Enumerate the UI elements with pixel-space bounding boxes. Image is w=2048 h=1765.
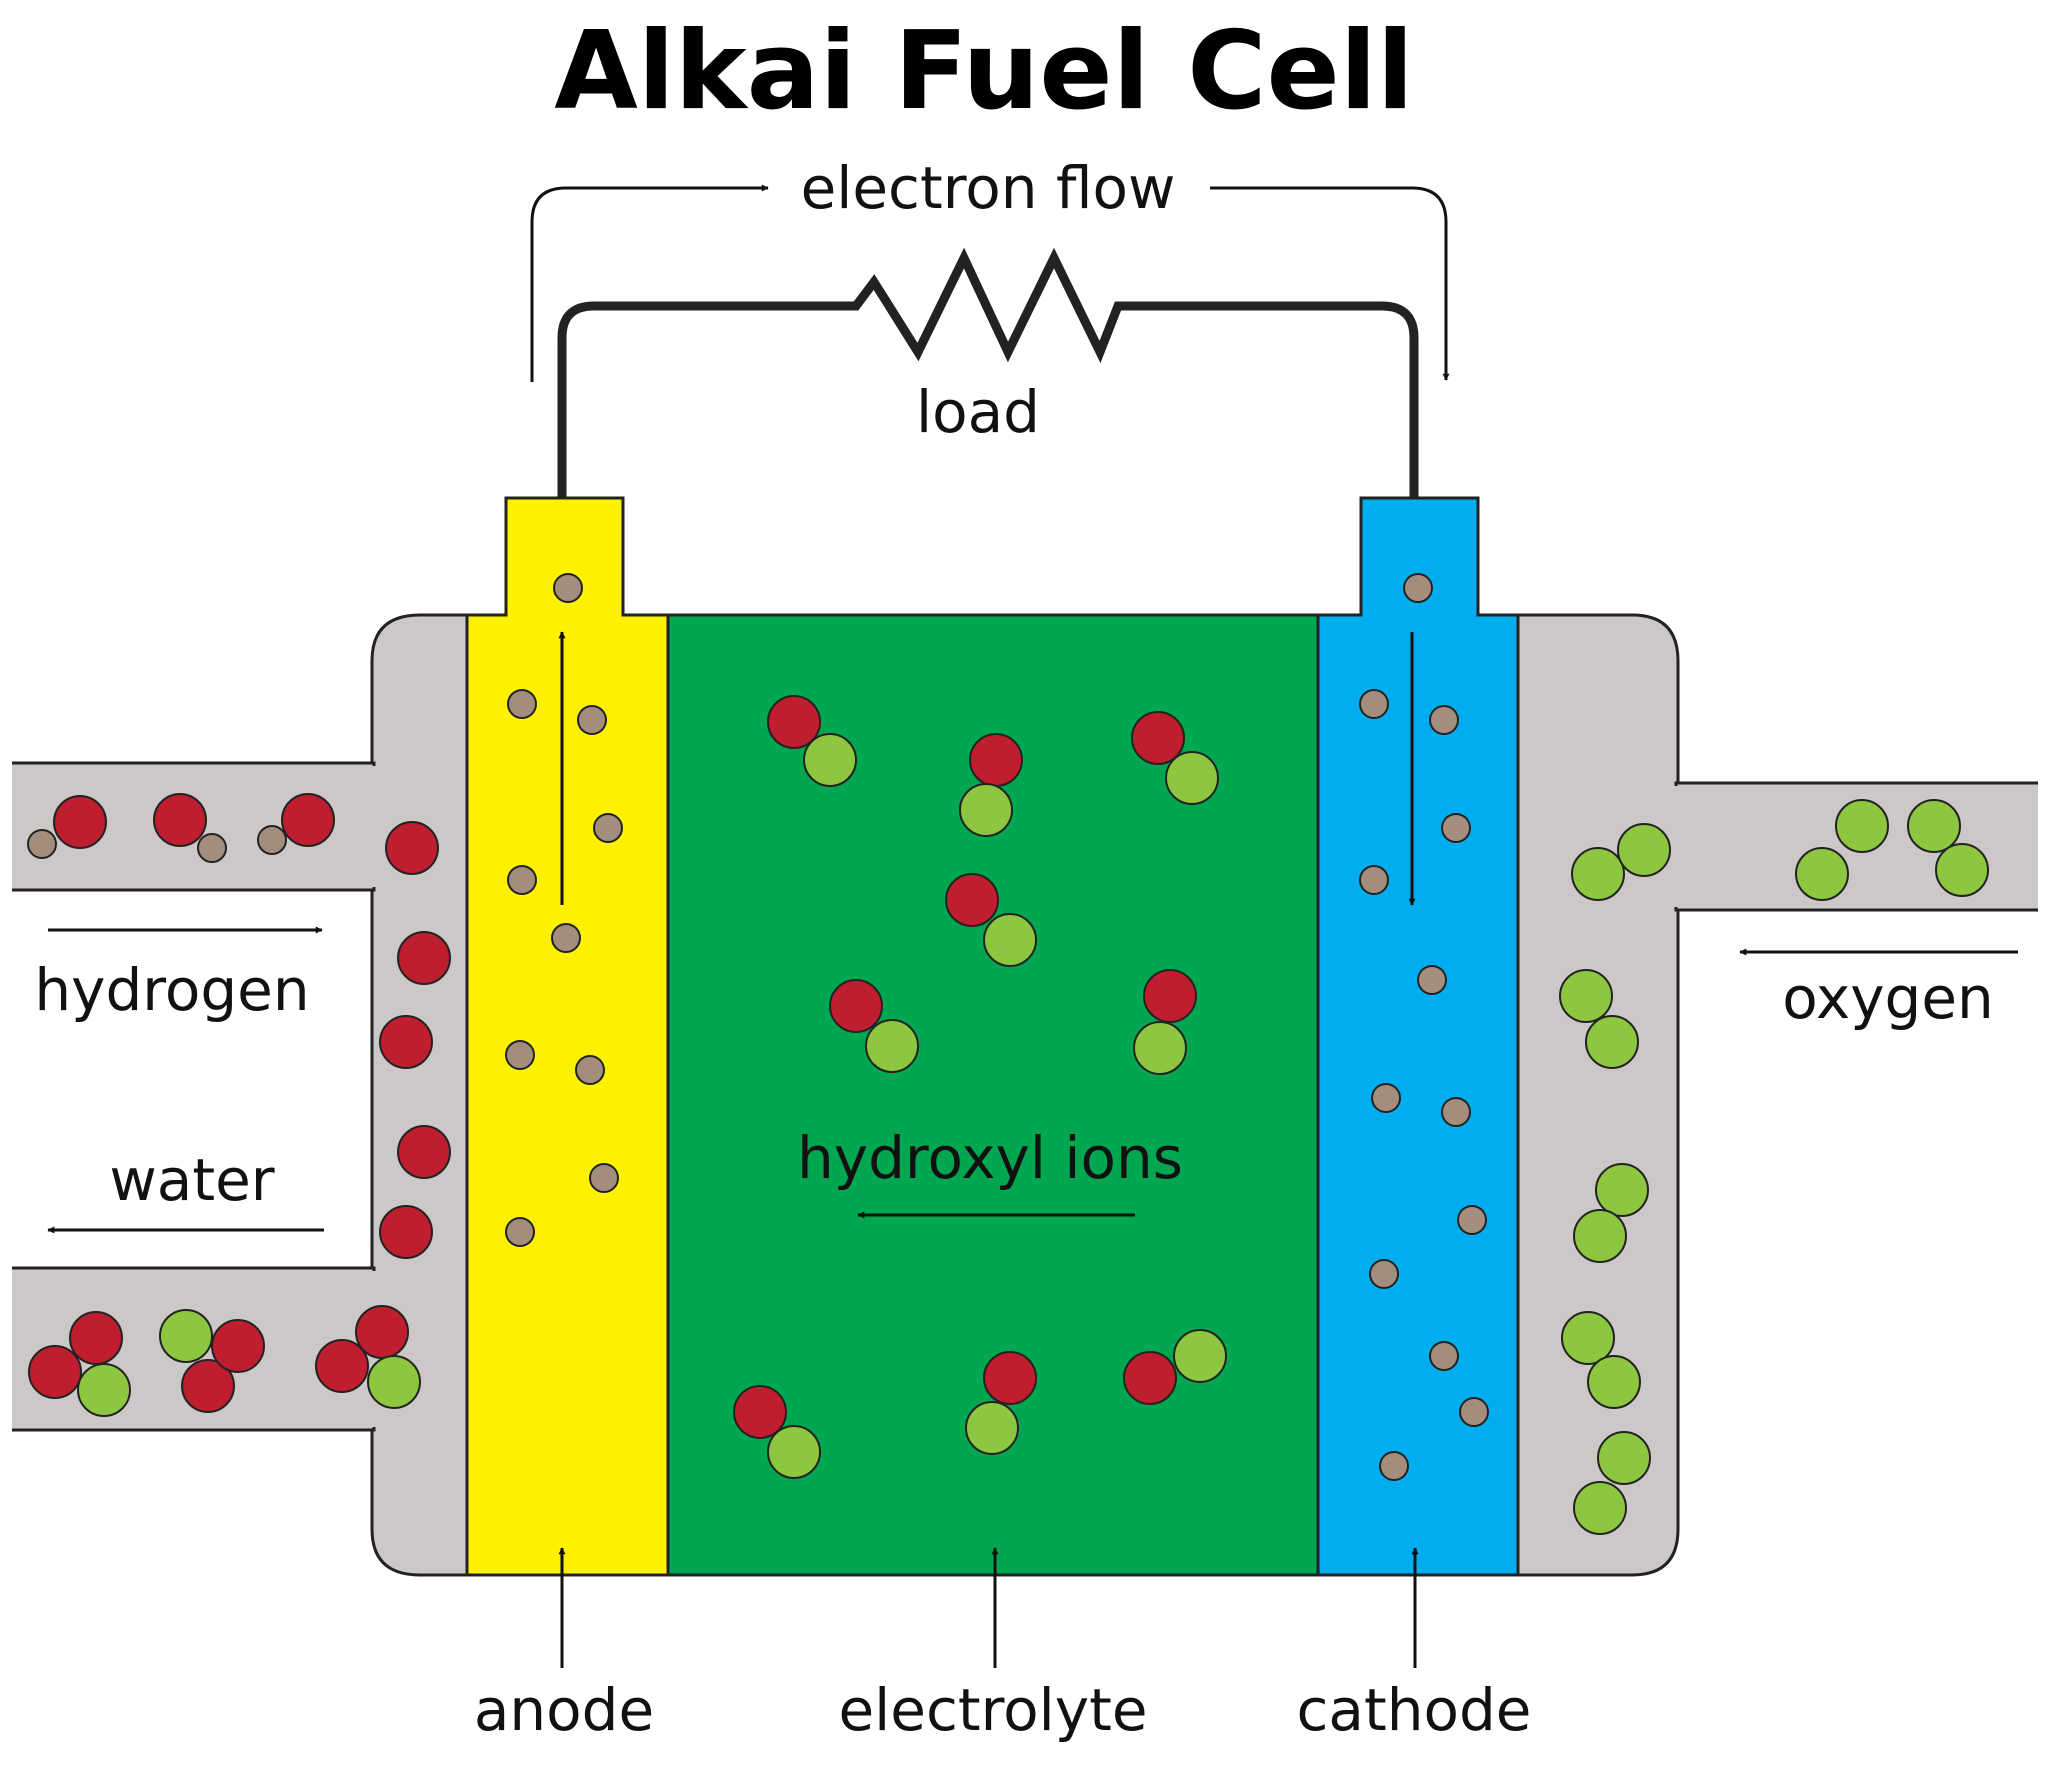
hydrogen-atom	[767, 695, 821, 749]
oxygen-label: oxygen	[1782, 964, 1994, 1032]
oxygen-atom	[1835, 799, 1889, 853]
hydrogen-atom	[181, 1359, 235, 1413]
electron-particle	[1403, 573, 1433, 603]
oxygen-atom	[1571, 847, 1625, 901]
hydrogen-atom	[53, 795, 107, 849]
hydrogen-atom	[315, 1339, 369, 1393]
electron-particle	[1359, 865, 1389, 895]
electron-particle	[577, 705, 607, 735]
hydrogen-atom	[733, 1385, 787, 1439]
oxygen-atom	[1597, 1431, 1651, 1485]
oxygen-atom	[803, 733, 857, 787]
electron-particle	[1371, 1083, 1401, 1113]
electron-particle	[505, 1040, 535, 1070]
electron-particle	[1359, 689, 1389, 719]
oxygen-atom	[959, 783, 1013, 837]
oxygen-atom	[1165, 751, 1219, 805]
electron-particle	[1441, 813, 1471, 843]
electron-particle	[1459, 1397, 1489, 1427]
oxygen-atom	[1173, 1329, 1227, 1383]
oxygen-atom	[1617, 823, 1671, 877]
oxygen-atom	[865, 1019, 919, 1073]
electron-particle	[27, 829, 57, 859]
electron-particle	[257, 825, 287, 855]
electron-particle	[1429, 705, 1459, 735]
electron-particle	[507, 865, 537, 895]
hydrogen-atom	[211, 1319, 265, 1373]
electron-particle	[505, 1217, 535, 1247]
electron-particle	[593, 813, 623, 843]
oxygen-atom	[1559, 969, 1613, 1023]
hydrogen-atom	[153, 793, 207, 847]
electron-flow-arrow-return	[1210, 186, 1450, 381]
oxygen-atom	[367, 1355, 421, 1409]
hydrogen-atom	[28, 1345, 82, 1399]
load-label: load	[916, 378, 1040, 446]
oxygen-atom	[159, 1309, 213, 1363]
hydrogen-atom	[1131, 711, 1185, 765]
hydrogen-atom	[1123, 1351, 1177, 1405]
hydrogen-atom	[1143, 969, 1197, 1023]
oxygen-atom	[965, 1401, 1019, 1455]
oxygen-atom	[77, 1363, 131, 1417]
electron-particle	[1379, 1451, 1409, 1481]
particles	[27, 573, 1989, 1535]
anode-label: anode	[474, 1676, 654, 1744]
electron-particle	[1417, 965, 1447, 995]
hydrogen-atom	[281, 793, 335, 847]
electron-particle	[1457, 1205, 1487, 1235]
hydrogen-atom	[829, 979, 883, 1033]
water-label: water	[109, 1146, 274, 1214]
hydroxyl-ions-label: hydroxyl ions	[797, 1124, 1183, 1192]
hydrogen-atom	[945, 873, 999, 927]
oxygen-atom	[1133, 1021, 1187, 1075]
hydrogen-atom	[969, 733, 1023, 787]
hydrogen-atom	[379, 1205, 433, 1259]
electrolyte-label: electrolyte	[838, 1676, 1147, 1744]
cathode	[1316, 496, 1520, 1577]
oxygen-atom	[983, 913, 1037, 967]
electron-particle	[589, 1163, 619, 1193]
electron-particle	[553, 573, 583, 603]
hydrogen-label: hydrogen	[34, 956, 309, 1024]
electron-particle	[1369, 1259, 1399, 1289]
hydrogen-atom	[397, 931, 451, 985]
hydrogen-atom	[983, 1351, 1037, 1405]
oxygen-atom	[767, 1425, 821, 1479]
hydrogen-atom	[379, 1015, 433, 1069]
oxygen-atom	[1573, 1481, 1627, 1535]
electron-particle	[1441, 1097, 1471, 1127]
cathode-label: cathode	[1297, 1676, 1532, 1744]
hydrogen-atom	[397, 1125, 451, 1179]
electron-flow-arrow	[530, 184, 769, 382]
hydrogen-atom	[69, 1311, 123, 1365]
electron-particle	[507, 689, 537, 719]
oxygen-atom	[1573, 1209, 1627, 1263]
electron-particle	[551, 923, 581, 953]
oxygen-atom	[1795, 847, 1849, 901]
hydrogen-atom	[385, 821, 439, 875]
diagram-title: Alkai Fuel Cell	[554, 9, 1414, 134]
oxygen-atom	[1595, 1163, 1649, 1217]
electron-particle	[197, 833, 227, 863]
anode	[465, 496, 670, 1577]
oxygen-atom	[1935, 843, 1989, 897]
oxygen-atom	[1585, 1015, 1639, 1069]
electron-particle	[1429, 1341, 1459, 1371]
external-circuit-wire	[557, 247, 1419, 498]
electron-flow-label: electron flow	[801, 154, 1176, 222]
oxygen-atom	[1561, 1311, 1615, 1365]
electron-particle	[575, 1055, 605, 1085]
oxygen-atom	[1587, 1355, 1641, 1409]
hydrogen-atom	[355, 1305, 409, 1359]
oxygen-atom	[1907, 799, 1961, 853]
